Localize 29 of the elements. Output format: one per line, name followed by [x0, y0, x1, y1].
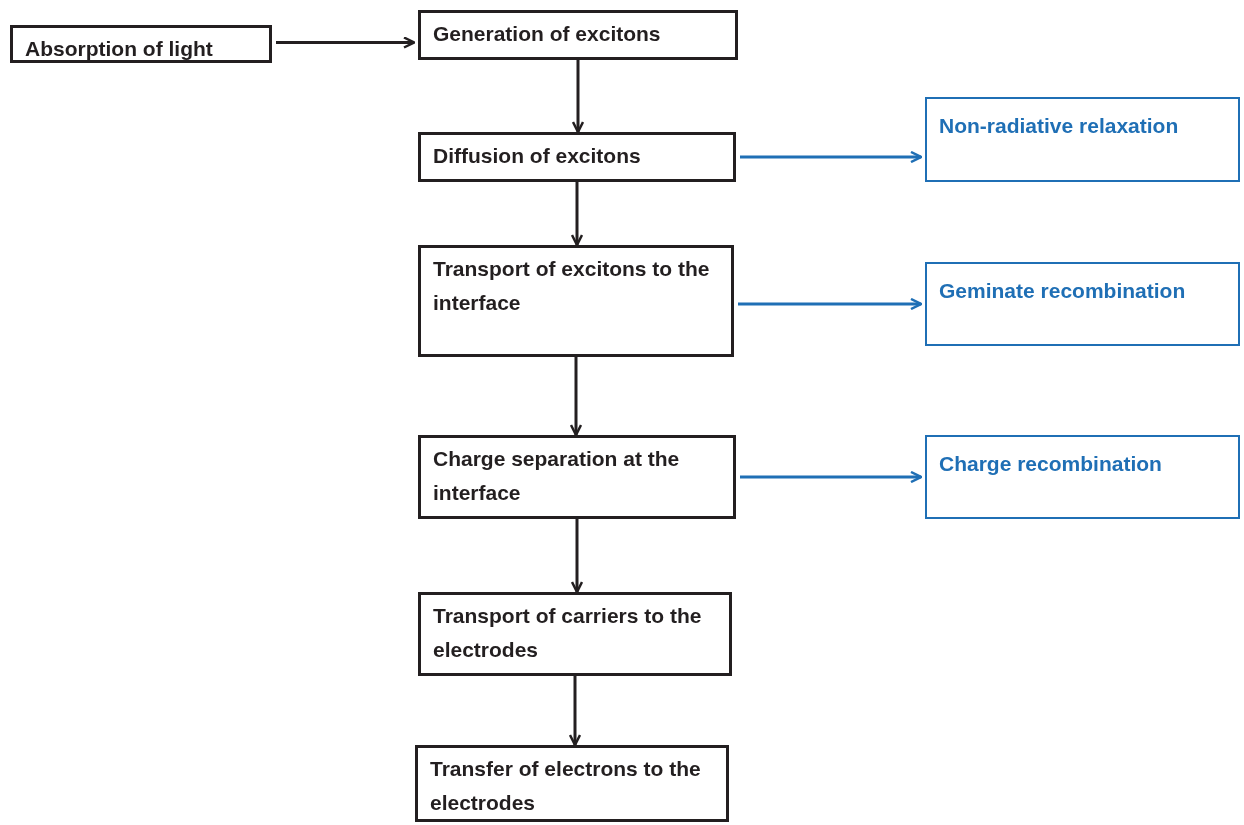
process-box: [418, 435, 736, 519]
process-box: [10, 25, 272, 63]
arrow: [740, 470, 923, 484]
arrow: [569, 357, 583, 437]
process-box: [418, 245, 734, 357]
process-box: [925, 262, 1240, 346]
step-label: Generation of excitons: [433, 21, 662, 47]
arrow: [276, 36, 416, 49]
arrow: [740, 150, 923, 164]
step-label: Transfer of electrons to the electrodes: [430, 756, 702, 816]
step-label: Geminate recombination: [939, 278, 1187, 304]
step-label: Diffusion of excitons: [433, 143, 642, 169]
step-label: Non-radiative relaxation: [939, 113, 1180, 139]
process-box: [418, 592, 732, 676]
arrow: [570, 182, 584, 247]
step-label: Absorption of light: [25, 36, 214, 62]
step-label: Transport of carriers to the electrodes: [433, 603, 703, 663]
arrow: [568, 676, 582, 747]
process-box: [418, 10, 738, 60]
process-box: [925, 435, 1240, 519]
step-label: Charge separation at the interface: [433, 446, 681, 506]
process-box: [415, 745, 729, 822]
arrow: [570, 519, 584, 594]
arrow: [738, 297, 923, 311]
step-label: Transport of excitons to the interface: [433, 256, 711, 316]
process-box: [925, 97, 1240, 182]
step-label: Charge recombination: [939, 451, 1163, 477]
arrow: [571, 60, 585, 134]
process-box: [418, 132, 736, 182]
